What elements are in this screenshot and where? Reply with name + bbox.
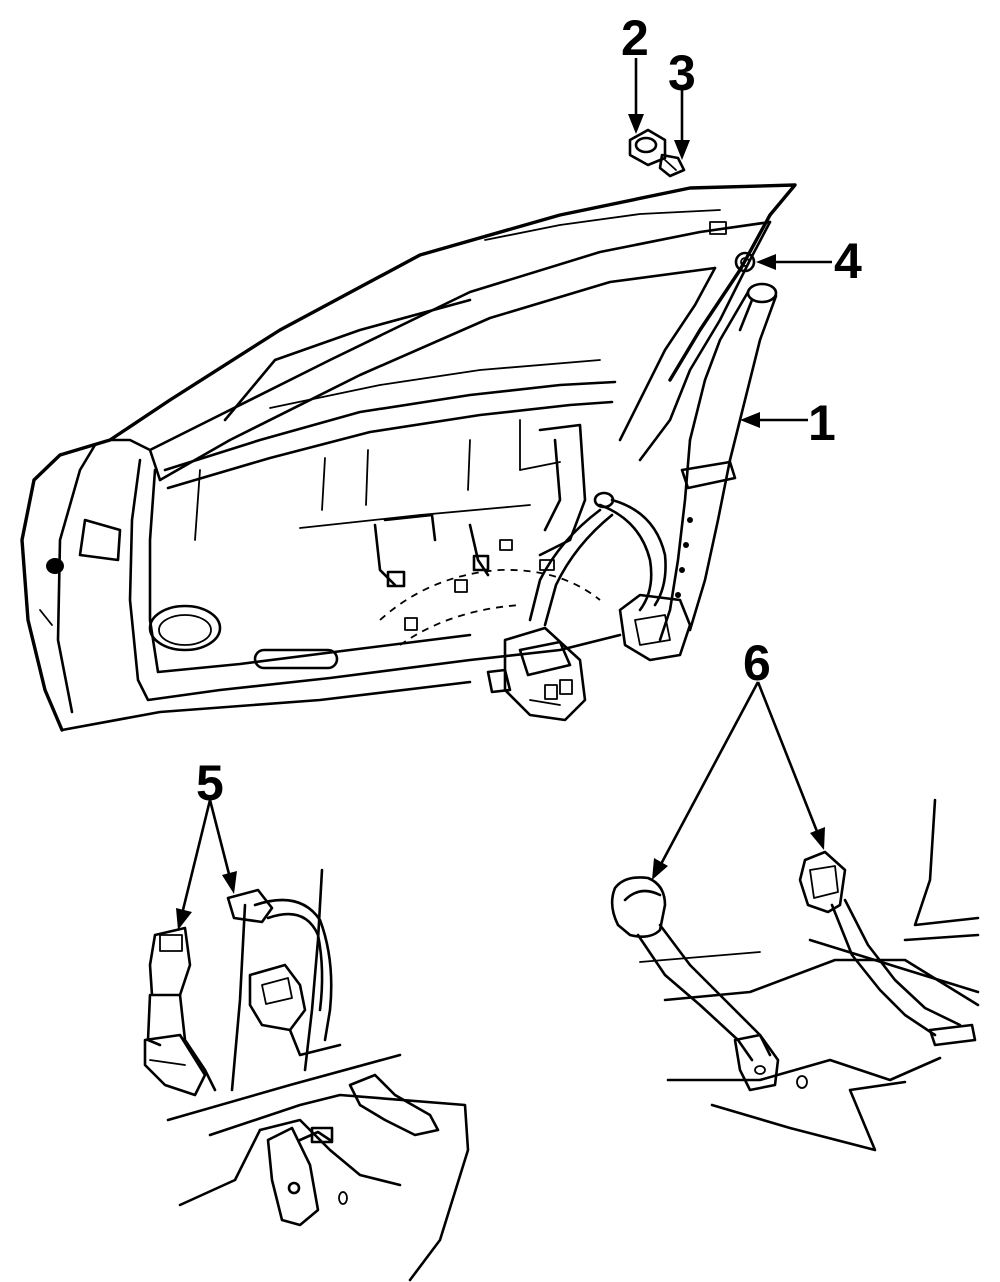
callout-arrows (176, 58, 832, 930)
callout-3: 3 (668, 45, 696, 101)
bolt-and-cap-parts-2-3 (628, 128, 686, 178)
callout-6: 6 (743, 635, 771, 691)
callout-2: 2 (621, 10, 649, 66)
callout-1: 1 (808, 395, 836, 451)
rear-buckle-assembly-part-6 (610, 798, 980, 1152)
seat-belt-retractor-part-1 (486, 282, 778, 722)
callout-4: 4 (834, 233, 862, 289)
callout-5: 5 (196, 755, 224, 811)
guide-cap-part-4 (734, 251, 756, 273)
door-assembly (20, 183, 797, 732)
front-buckle-assembly-part-5 (143, 868, 470, 1282)
